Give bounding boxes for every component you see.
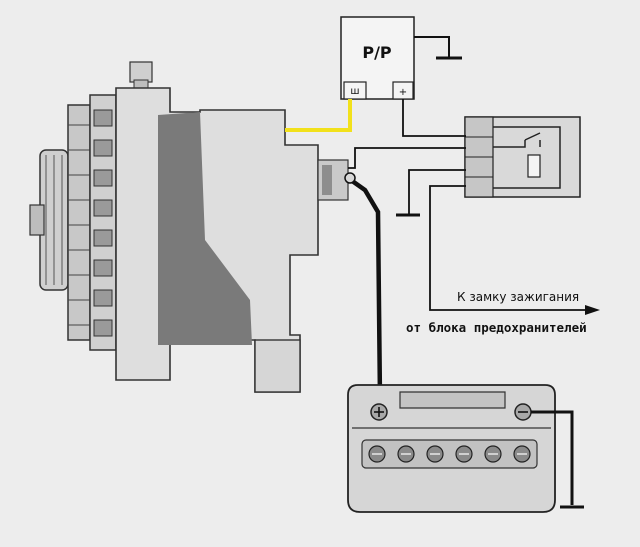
field-wire — [285, 99, 352, 132]
label-from-fuse-block: от блока предохранителей — [406, 320, 587, 335]
wire-relay-ground — [408, 169, 466, 215]
label-to-ignition: К замку зажигания — [457, 290, 579, 304]
alternator-icon — [29, 61, 349, 393]
wire-battery-ground — [531, 410, 574, 505]
wire-ignition — [429, 185, 585, 311]
regulator-label: Р/Р — [362, 43, 392, 62]
regulator-terminal-sh: ш — [350, 86, 359, 97]
ground-icon — [414, 36, 462, 60]
wire-plus-relay — [402, 99, 466, 137]
voltage-regulator — [340, 16, 415, 100]
relay-icon — [464, 116, 581, 198]
arrow-icon — [585, 305, 600, 315]
wire-battery-plus — [346, 176, 383, 401]
terminal-b-plus — [344, 172, 356, 184]
battery-icon — [347, 384, 556, 513]
regulator-terminal-plus: + — [399, 87, 407, 98]
wire-alt-relay — [348, 147, 466, 169]
